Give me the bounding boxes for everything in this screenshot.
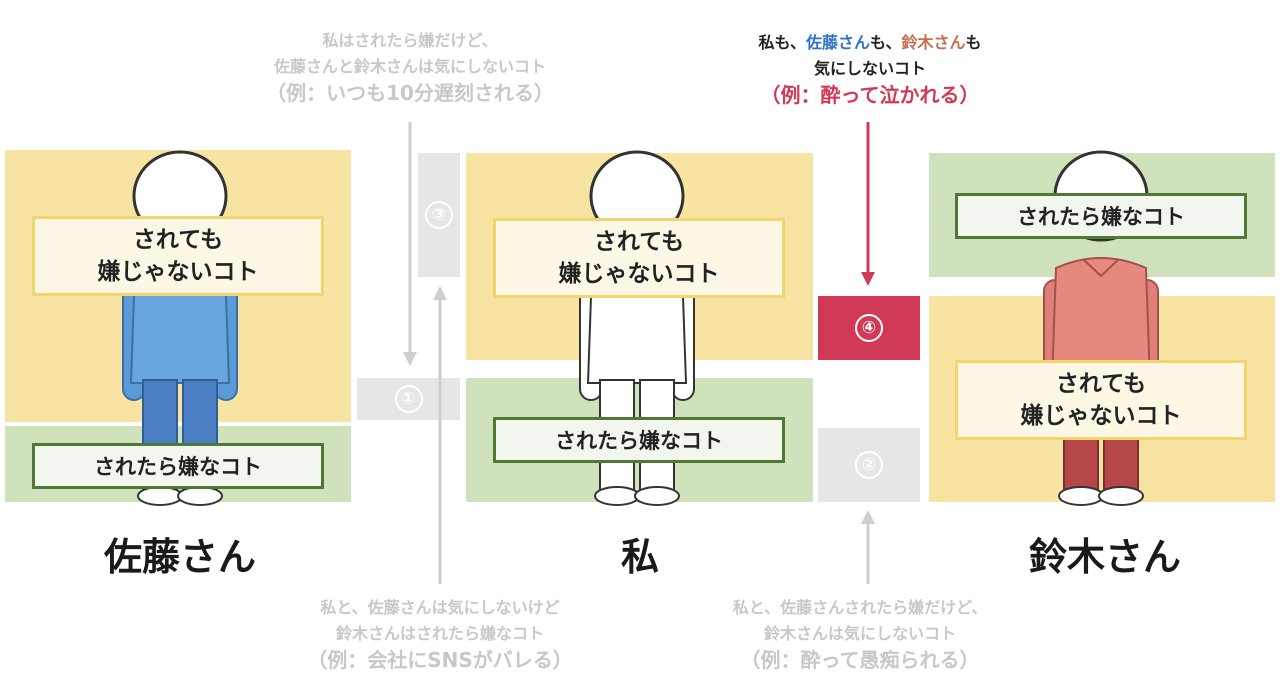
caption-bottom-left-line2: 鈴木さんはされたら嫌なコト (335, 624, 544, 643)
caption-bottom-right-line2: 鈴木さんは気にしないコト (763, 624, 956, 643)
caption-top-right-line2: 気にしないコト (813, 59, 926, 78)
marker-4-box: ④ (818, 296, 920, 360)
caption-top-right-line1: 私も、佐藤さんも、鈴木さんも (640, 30, 1100, 56)
marker-2: ② (855, 451, 883, 479)
suzuki-ng-label: されたら嫌なコト (955, 193, 1247, 239)
caption-top-left: 私はされたら嫌だけど、 佐藤さんと鈴木さんは気にしないコト （例：いつも10分遅… (180, 28, 640, 106)
marker-2-box: ② (818, 428, 920, 502)
caption-top-right-line1-e: も (965, 33, 982, 52)
marker-1: ① (394, 385, 423, 413)
arrow-top-left-head (403, 352, 417, 366)
suzuki-name: 鈴木さん (1028, 535, 1181, 579)
caption-top-left-example: （例：いつも10分遅刻される） (266, 81, 554, 105)
suzuki-ok-label: されても 嫌じゃないコト (955, 360, 1247, 440)
caption-bottom-left-example: （例：会社にSNSがバレる） (307, 648, 573, 672)
caption-bottom-right-example: （例：酔って愚痴られる） (740, 648, 980, 672)
caption-top-right-example: （例：酔って泣かれる） (760, 83, 980, 107)
caption-top-right-line1-c: も、 (869, 33, 902, 52)
sato-name: 佐藤さん (103, 535, 256, 579)
arrow-top-right-head (861, 272, 875, 286)
caption-bottom-right: 私と、佐藤さんされたら嫌だけど、 鈴木さんは気にしないコト （例：酔って愚痴られ… (630, 595, 1090, 673)
caption-bottom-left-line1: 私と、佐藤さんは気にしないけど (320, 598, 560, 617)
marker-1-box: ① (357, 378, 460, 420)
sato-ok-label: されても 嫌じゃないコト (32, 216, 324, 296)
caption-top-left-line2: 佐藤さんと鈴木さんは気にしないコト (273, 57, 546, 76)
caption-top-right-sato: 佐藤さん (805, 33, 870, 52)
arrow-bottom-right-head (861, 510, 875, 524)
arrow-bottom-left-head (433, 286, 447, 300)
me-name: 私 (620, 535, 659, 579)
caption-bottom-right-line1: 私と、佐藤さんされたら嫌だけど、 (732, 598, 988, 617)
sato-ng-label: されたら嫌なコト (32, 443, 324, 489)
caption-top-left-line1: 私はされたら嫌だけど、 (322, 31, 498, 50)
me-ok-label: されても 嫌じゃないコト (493, 218, 785, 298)
marker-4: ④ (855, 314, 883, 342)
caption-top-right: 私も、佐藤さんも、鈴木さんも 気にしないコト （例：酔って泣かれる） (640, 30, 1100, 108)
marker-3-box: ③ (418, 153, 460, 277)
caption-top-right-line1-a: 私も、 (758, 33, 806, 52)
caption-top-right-suzuki: 鈴木さん (901, 33, 966, 52)
me-ng-label: されたら嫌なコト (493, 417, 785, 463)
marker-3: ③ (425, 201, 453, 229)
caption-bottom-left: 私と、佐藤さんは気にしないけど 鈴木さんはされたら嫌なコト （例：会社にSNSが… (210, 595, 670, 673)
